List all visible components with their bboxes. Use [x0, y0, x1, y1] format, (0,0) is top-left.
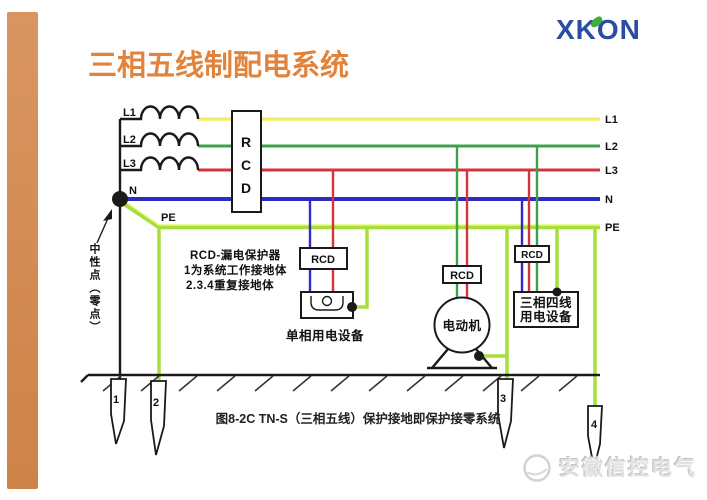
three-phase-device-label-2: 用电设备 — [519, 309, 572, 324]
single-phase-rcd-label: RCD — [311, 254, 335, 266]
main-rcd-box — [231, 110, 262, 213]
legend-line-3: 2.3.4重复接地体 — [186, 278, 274, 292]
electrode-2-number: 2 — [153, 397, 159, 409]
legend-line-2: 1为系统工作接地体 — [184, 263, 287, 277]
bus-pe-highlight — [123, 200, 600, 226]
branch-three-phase: RCD 三相四线 用电设备 — [513, 245, 579, 328]
electrode-3-number: 3 — [500, 393, 506, 405]
bus-l2-label-right: L2 — [605, 141, 618, 153]
electrode-4 — [587, 405, 603, 469]
single-phase-device-label: 单相用电设备 — [286, 328, 364, 343]
three-phase-rcd-label: RCD — [521, 250, 543, 261]
watermark-share-icon — [523, 454, 551, 482]
branch-drop-wires — [308, 146, 539, 299]
electrodes: 1 2 3 4 — [110, 378, 603, 469]
bus-pe-label-left: PE — [161, 212, 176, 224]
bus-l1-label-left: L1 — [123, 107, 136, 119]
neutral-note-arrow — [96, 209, 112, 244]
branch-motor: RCD 电动机 — [427, 265, 497, 370]
bus-l1-label-right: L1 — [605, 114, 618, 126]
coil-l2 — [120, 132, 200, 148]
bus-n-label-left: N — [129, 185, 137, 197]
electrode-3 — [497, 378, 514, 449]
socket-pin-icon — [321, 295, 333, 307]
electrode-2 — [150, 380, 167, 456]
electrode-1-number: 1 — [113, 394, 119, 406]
legend: RCD-漏电保护器 1为系统工作接地体 2.3.4重复接地体 — [184, 248, 287, 292]
three-phase-pe-dot — [552, 287, 562, 297]
three-phase-rcd-box — [514, 245, 550, 263]
watermark-text: 安徽信控电气 — [559, 457, 697, 480]
motor-label: 电动机 — [442, 318, 481, 333]
transformer — [112, 105, 200, 379]
main-rcd-letter-r: R — [241, 134, 251, 150]
neutral-point-dot — [112, 191, 128, 207]
main-rcd: R C D — [231, 110, 262, 213]
page-title: 三相五线制配电系统 — [88, 50, 350, 82]
three-phase-device-box — [513, 291, 579, 328]
single-phase-pe-dot — [347, 302, 357, 312]
main-rcd-letter-c: C — [241, 157, 251, 173]
main-rcd-letter-d: D — [241, 180, 251, 196]
left-accent-bar — [7, 12, 38, 489]
ground-line — [80, 373, 600, 383]
bus-labels: L1 L2 L3 N PE L1 L2 L3 N PE — [123, 107, 620, 234]
brand-logo: XKON — [556, 14, 666, 54]
motor-rcd-label: RCD — [450, 270, 474, 282]
bus-l3-label-right: L3 — [605, 165, 618, 177]
single-phase-rcd-box — [299, 247, 348, 270]
bus-l2-label-left: L2 — [123, 134, 136, 146]
watermark: 安徽信控电气 — [520, 449, 697, 485]
ground — [80, 373, 600, 392]
coil-l3 — [120, 156, 200, 172]
three-phase-device-label-1: 三相四线 — [520, 295, 572, 310]
pe-wire-single-phase — [352, 227, 369, 309]
arrow-head — [103, 209, 112, 221]
coil-l1 — [120, 105, 200, 121]
electrode-1 — [110, 378, 127, 445]
bus-l3-label-left: L3 — [123, 158, 136, 170]
motor-rcd-box — [442, 265, 482, 284]
legend-line-1: RCD-漏电保护器 — [190, 248, 281, 262]
motor-circle — [433, 296, 491, 354]
figure-caption: 图8-2C TN-S（三相五线）保护接地即保护接零系统 — [216, 411, 501, 426]
bus-n-label-right: N — [605, 194, 613, 206]
electrode-4-number: 4 — [591, 419, 598, 431]
branch-single-phase: RCD 单相用电设备 — [286, 247, 364, 343]
neutral-point-note: 中性点（零点） — [88, 243, 100, 334]
motor-pe-dot — [474, 351, 484, 361]
socket-icon — [310, 296, 344, 311]
bus-pe-label-right: PE — [605, 222, 620, 234]
arrow-line — [96, 215, 110, 244]
